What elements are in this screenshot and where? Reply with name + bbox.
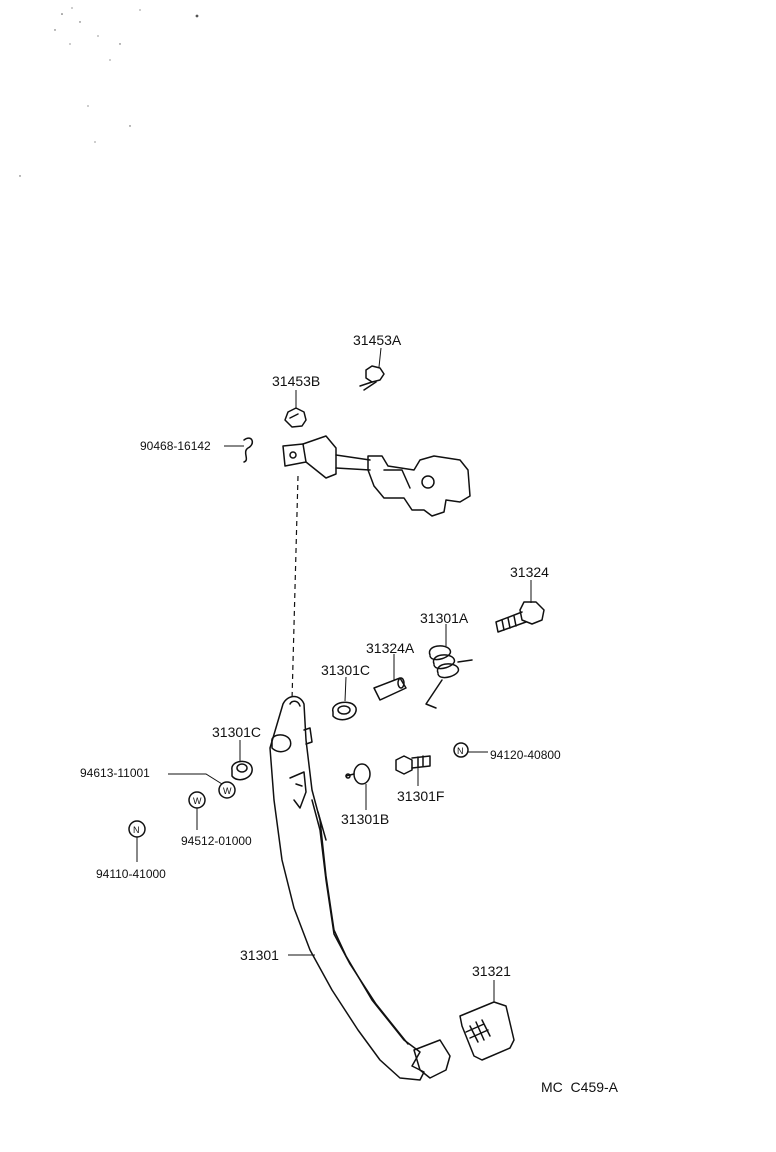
spring-31301A	[425, 645, 473, 709]
nut-letter: N	[133, 825, 140, 835]
bolt-31301F	[395, 755, 431, 775]
label-94512-01000: 94512-01000	[181, 834, 252, 848]
pin-31301B	[345, 763, 371, 785]
bushing-31301C-right	[332, 701, 357, 721]
washer-letter: W	[223, 786, 232, 796]
scan-noise	[19, 7, 199, 177]
washer-94613-11001: W	[218, 781, 236, 799]
label-31324A: 31324A	[366, 640, 415, 656]
label-31453B: 31453B	[272, 373, 321, 389]
master-cylinder-push-rod	[282, 435, 471, 517]
bolt-31453A	[359, 365, 385, 391]
label-31301F: 31301F	[397, 788, 445, 804]
label-94120-40800: 94120-40800	[490, 748, 561, 762]
nut-94110-41000: N	[128, 820, 146, 838]
label-94613-11001: 94613-11001	[80, 766, 150, 780]
pedal-pad-31321	[459, 1001, 515, 1061]
nut-31453B	[284, 407, 307, 428]
label-31301A: 31301A	[420, 610, 469, 626]
label-31321: 31321	[472, 963, 511, 979]
label-31301C-left: 31301C	[212, 724, 262, 740]
washer-94512-01000: W	[188, 791, 206, 809]
label-90468-16142: 90468-16142	[140, 439, 211, 453]
label-31301C-right: 31301C	[321, 662, 371, 678]
nut-letter: N	[457, 746, 464, 756]
bushing-31301C-left	[231, 760, 253, 781]
catalog-code: MC C459-A	[541, 1079, 619, 1095]
pedal-pad-mounted	[413, 1039, 451, 1079]
label-31324: 31324	[510, 564, 549, 580]
clip-90468-16142	[243, 437, 254, 463]
label-31301: 31301	[240, 947, 279, 963]
collar-31324A	[373, 677, 407, 701]
washer-letter: W	[193, 796, 202, 806]
alignment-dashed-line	[291, 475, 299, 701]
label-31301B: 31301B	[341, 811, 390, 827]
nut-94120-40800: N	[453, 742, 469, 758]
clutch-pedal-arm-31301	[269, 695, 425, 1081]
bolt-31324	[495, 601, 545, 633]
label-31453A: 31453A	[353, 332, 402, 348]
label-94110-41000: 94110-41000	[96, 867, 166, 881]
